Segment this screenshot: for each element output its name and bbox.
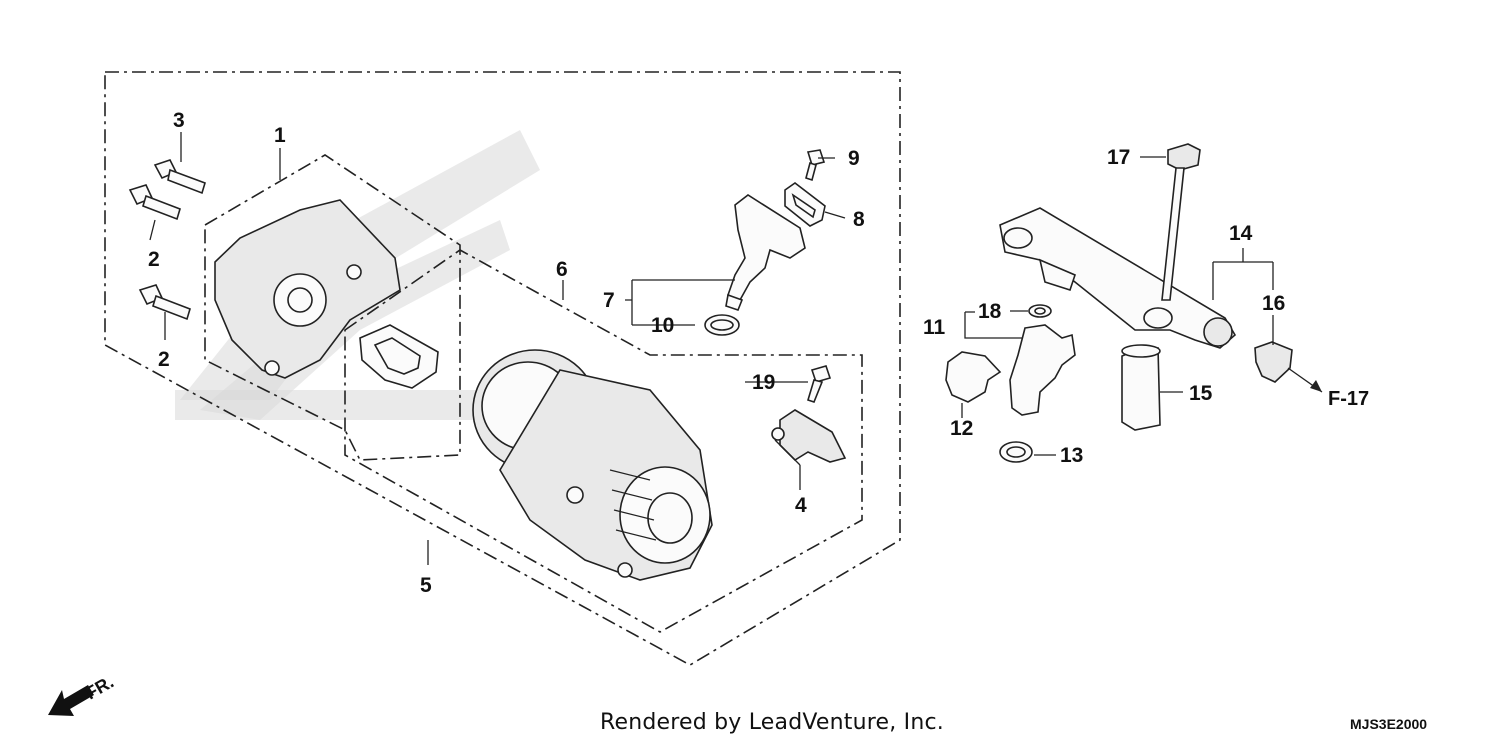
leader-lines (149, 132, 1323, 565)
sensor-part-4[interactable] (771, 409, 847, 463)
clip-part-12[interactable] (945, 351, 1002, 403)
assembly-outline-5 (104, 71, 901, 666)
callout-13: 13 (1060, 444, 1083, 467)
callout-5: 5 (420, 574, 432, 597)
reference-label: F-17 (1328, 388, 1369, 410)
callout-11: 11 (923, 316, 946, 339)
footer-credit: Rendered by LeadVenture, Inc. (600, 710, 944, 735)
callout-14: 14 (1229, 222, 1253, 245)
callout-4: 4 (795, 494, 807, 517)
fuel-rail-part-14[interactable] (999, 207, 1237, 349)
oring-part-8[interactable] (784, 182, 826, 227)
gasket-seal[interactable] (359, 324, 439, 389)
front-arrow-icon: FR. (48, 672, 117, 716)
screw-part-3[interactable] (153, 159, 206, 195)
throttle-cover-part-1[interactable] (214, 199, 401, 379)
callout-17: 17 (1107, 146, 1130, 169)
callout-8: 8 (853, 208, 865, 231)
callout-12: 12 (950, 417, 973, 440)
callout-18: 18 (978, 300, 1002, 323)
callout-15: 15 (1189, 382, 1213, 405)
throttle-body-part-6[interactable] (472, 349, 713, 581)
callout-3: 3 (173, 109, 185, 132)
screw-part-9[interactable] (805, 149, 826, 182)
seal-part-13[interactable] (999, 441, 1033, 463)
screw-part-2b[interactable] (138, 284, 191, 321)
bolt-part-17[interactable] (1161, 143, 1201, 301)
callout-2a: 2 (148, 248, 160, 271)
callout-2b: 2 (158, 348, 170, 371)
diagram-code: MJS3E2000 (1350, 716, 1428, 732)
callout-19: 19 (752, 371, 775, 394)
connector-part-16[interactable] (1254, 341, 1293, 383)
sensor-part-7[interactable] (725, 194, 806, 311)
oring-part-10[interactable] (704, 314, 740, 336)
oring-part-18[interactable] (1028, 304, 1052, 318)
assembly-outline-6 (344, 249, 863, 633)
injector-part-11[interactable] (1009, 324, 1076, 416)
screw-part-19[interactable] (807, 365, 832, 403)
screw-part-2a[interactable] (128, 184, 181, 221)
callout-7: 7 (603, 289, 615, 312)
assembly-outline-1 (204, 154, 461, 461)
collar-part-15[interactable] (1121, 344, 1161, 431)
callout-1: 1 (274, 124, 286, 147)
callout-9: 9 (848, 147, 860, 170)
callout-10: 10 (651, 314, 674, 337)
callout-16: 16 (1262, 292, 1285, 315)
callout-6: 6 (556, 258, 568, 281)
